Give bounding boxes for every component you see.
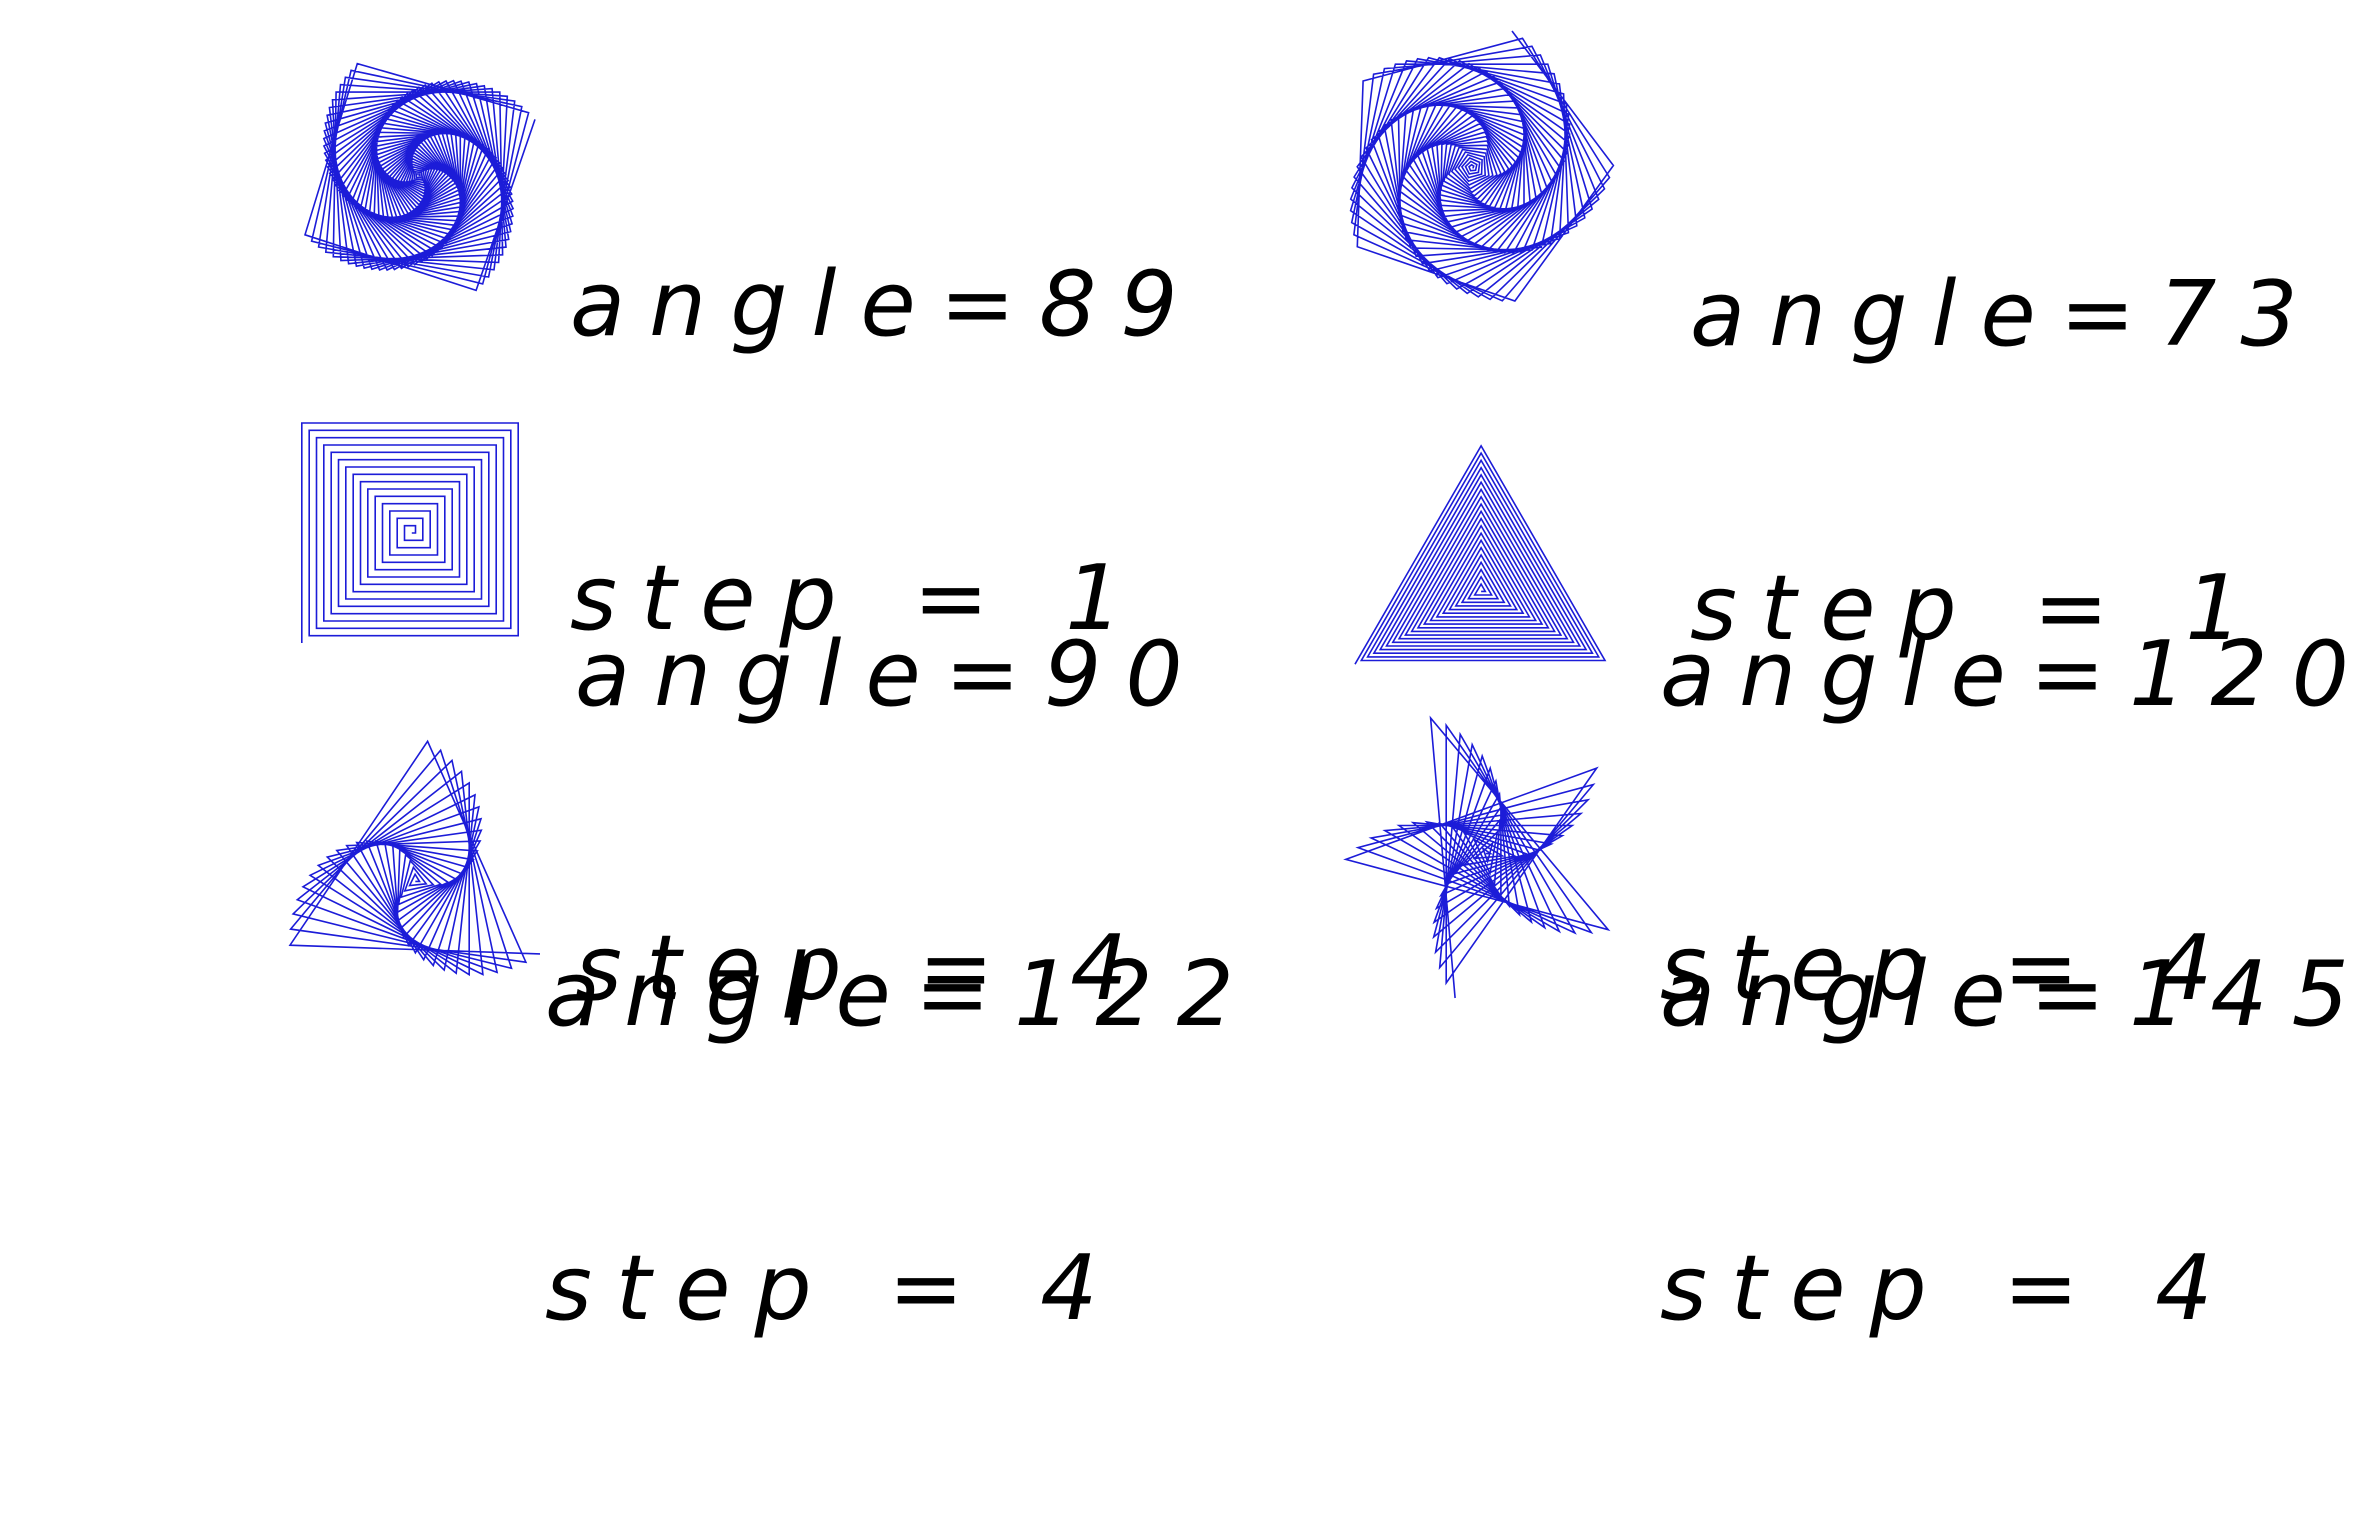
label-angle-90: angle=90 step = 4 [575,430,1207,1214]
step-text: step = 4 [1660,1236,2237,1341]
angle-text: angle=89 [570,252,1202,357]
spiral-path [288,739,541,977]
step-text: step = 4 [1660,916,2237,1021]
spiral-angle-90 [301,422,519,643]
spiral-path [301,422,519,643]
spiral-angle-120 [1354,444,1607,665]
spiral-angle-89 [304,62,536,292]
spiral-angle-122 [288,739,541,977]
spiral-path [1349,30,1615,302]
label-angle-122: angle=122 step = 4 [545,750,1258,1534]
angle-text: angle=122 [545,942,1258,1047]
spiral-path [1354,444,1607,665]
angle-text: angle=145 [1660,942,2373,1047]
step-text: step = 1 [1690,556,2267,661]
label-angle-145: angle=145 step = 4 [1660,750,2373,1534]
spiral-path [304,62,536,292]
label-angle-73: angle=73 step = 1 [1690,70,2322,854]
step-text: step = 4 [575,916,1152,1021]
step-text: step = 4 [545,1236,1122,1341]
angle-text: angle=73 [1690,262,2322,367]
label-angle-89: angle=89 step = 1 [570,60,1202,844]
spiral-angle-73 [1349,30,1615,302]
spiral-angle-145 [1343,715,1611,999]
step-text: step = 1 [570,546,1147,651]
angle-text: angle=90 [575,622,1207,727]
angle-text: angle=120 [1660,622,2373,727]
spiral-path [1343,715,1611,999]
label-angle-120: angle=120 step = 4 [1660,430,2373,1214]
